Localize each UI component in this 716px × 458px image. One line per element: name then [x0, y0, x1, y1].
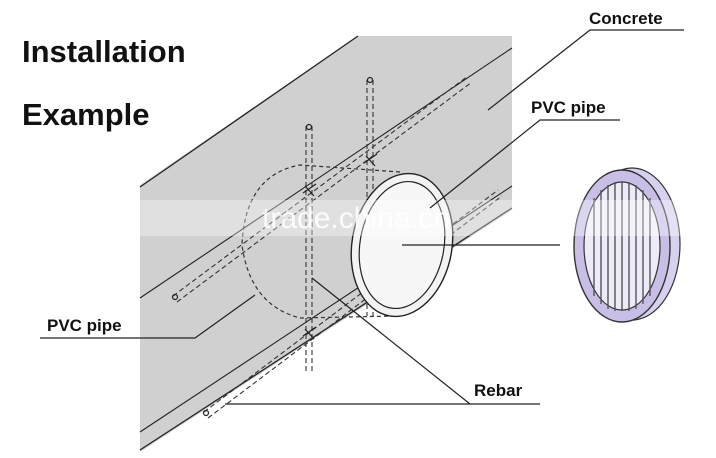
rebar-end-cap	[171, 293, 179, 301]
label-pvc-pipe-left: PVC pipe	[47, 316, 122, 335]
vent-cap	[573, 167, 681, 323]
rebar-tie	[302, 183, 317, 197]
vent-louvers	[593, 182, 651, 311]
rebar-tie	[363, 153, 378, 167]
title-line-1: Installation	[22, 34, 186, 69]
label-pvc-pipe-top: PVC pipe	[531, 98, 606, 117]
concrete-top-edge	[139, 35, 359, 188]
concrete-wall	[139, 35, 513, 452]
watermark-band	[140, 200, 716, 236]
rebar-end-cap	[305, 123, 313, 131]
concrete-front-face	[140, 36, 512, 452]
leader-pvc-left	[40, 294, 256, 339]
rebar-diagonal	[172, 75, 469, 297]
leader-concrete	[487, 29, 684, 111]
rebar-tie	[302, 326, 317, 340]
rebar-end-cap	[202, 409, 210, 417]
leader-pvc-top	[429, 119, 620, 209]
leader-rebar-1	[311, 277, 471, 405]
watermark: trade.china.cn	[140, 200, 716, 236]
rebar-diagonal	[176, 81, 473, 303]
rebar-end-cap	[366, 76, 374, 84]
label-concrete: Concrete	[589, 9, 663, 28]
watermark-text: trade.china.cn	[262, 202, 450, 235]
label-rebar: Rebar	[474, 381, 523, 400]
title-line-2: Example	[22, 97, 150, 132]
leader-lines	[40, 29, 684, 405]
